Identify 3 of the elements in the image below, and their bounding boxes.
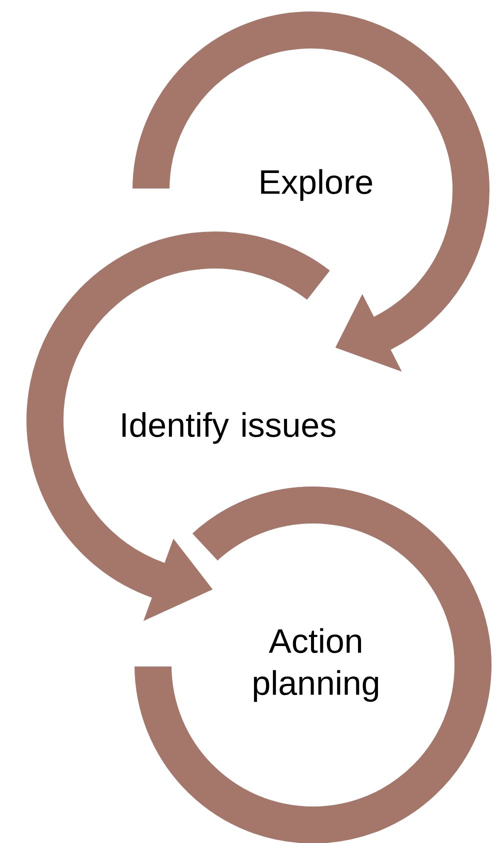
step-label: Explore [261,169,372,201]
step-label: Action planning [254,628,378,702]
step-label: Identify issues [122,412,336,444]
